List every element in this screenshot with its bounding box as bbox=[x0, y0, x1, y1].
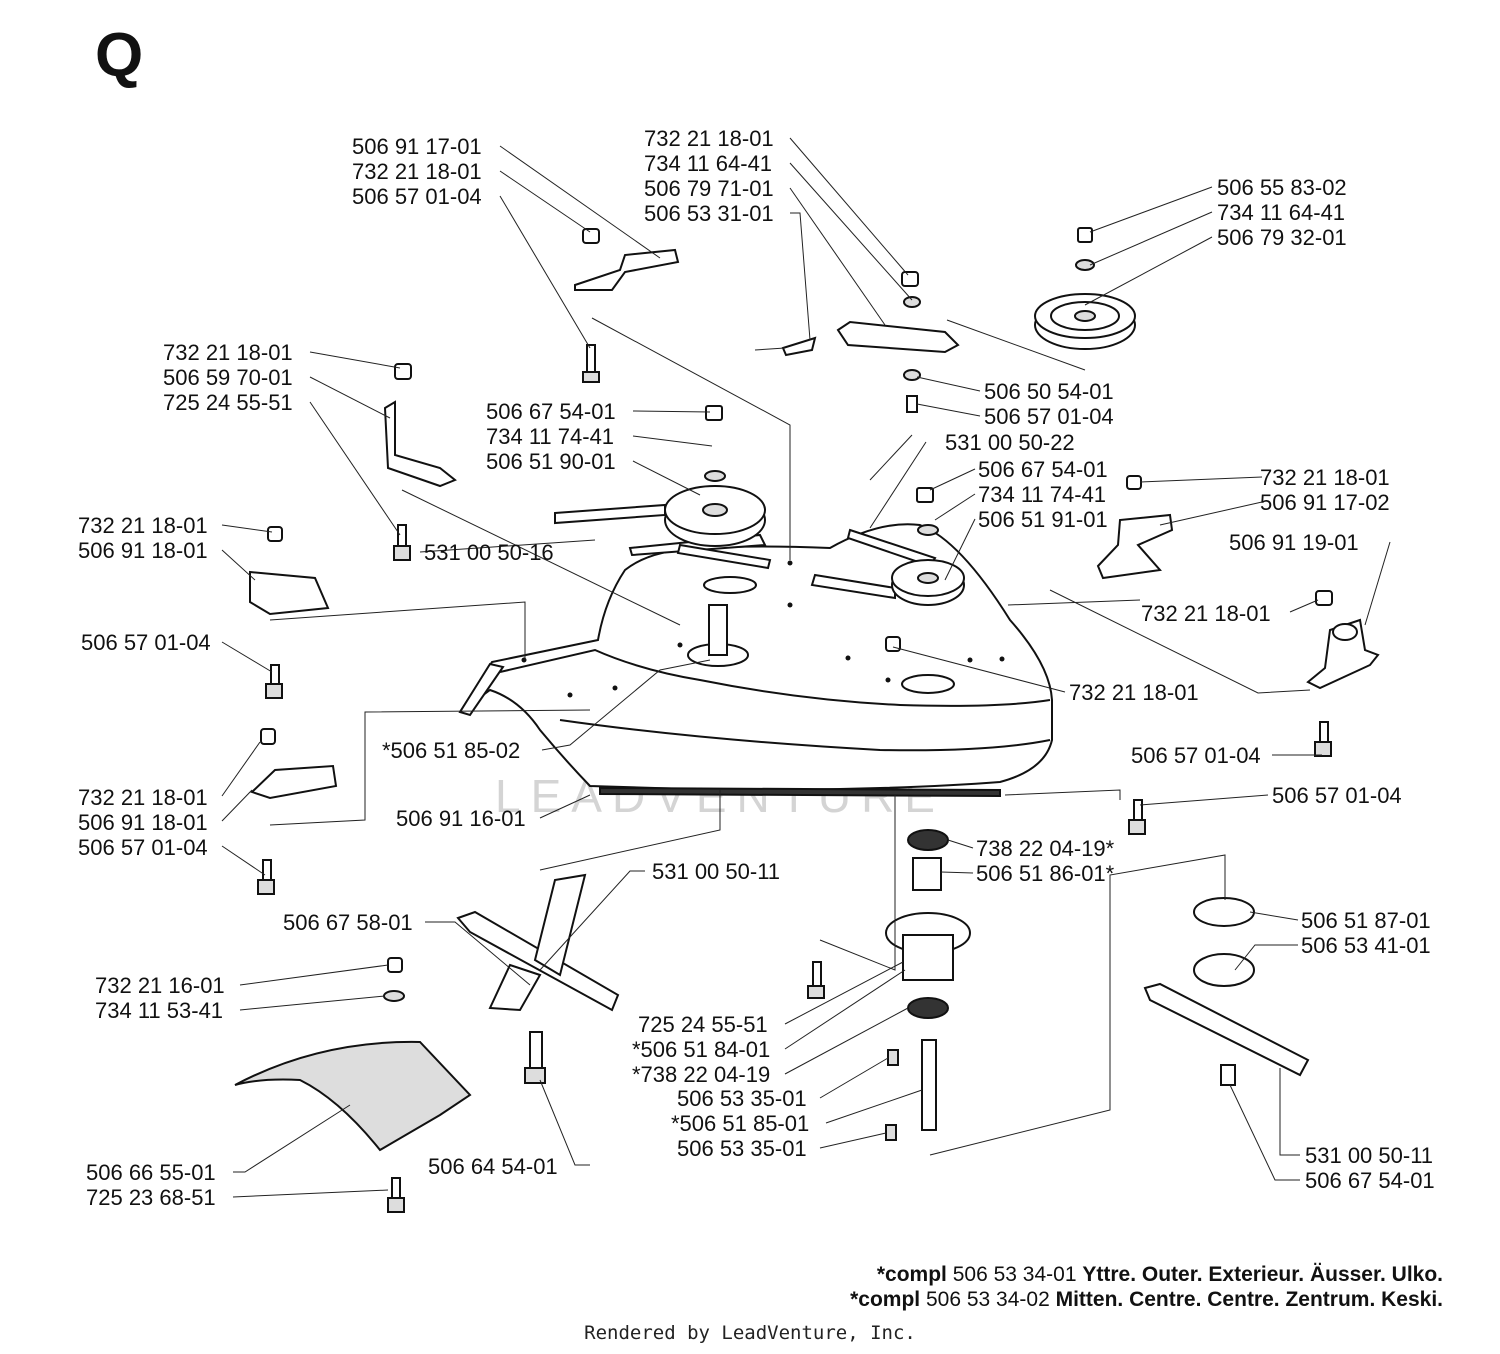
nuts-bolts-washers bbox=[257, 227, 1333, 1213]
footnote-line: *compl 506 53 34-02 Mitten. Centre. Cent… bbox=[850, 1287, 1443, 1312]
section-letter: Q bbox=[95, 21, 144, 90]
spindle-assembly bbox=[885, 829, 1255, 1141]
part-label: 506 67 54-01 bbox=[978, 457, 1108, 482]
part-label: 506 51 87-01 bbox=[1301, 908, 1431, 933]
part-label: 725 24 55-51 bbox=[638, 1012, 768, 1037]
part-label: 506 53 41-01 bbox=[1301, 933, 1431, 958]
part-label: 725 24 55-51 bbox=[163, 390, 293, 415]
part-label: 734 11 64-41 bbox=[1217, 200, 1345, 225]
part-label: 506 67 54-01 bbox=[1305, 1168, 1435, 1193]
part-label: 506 53 31-01 bbox=[644, 201, 774, 226]
part-label: 506 66 55-01 bbox=[86, 1160, 216, 1185]
footnote-description: Mitten. Centre. Centre. Zentrum. Keski. bbox=[1055, 1288, 1443, 1311]
brackets bbox=[249, 248, 1380, 800]
part-label: 506 57 01-04 bbox=[984, 404, 1114, 429]
part-label: 531 00 50-16 bbox=[424, 540, 554, 565]
part-label: 732 21 18-01 bbox=[352, 159, 482, 184]
leader-lines bbox=[221, 137, 1391, 1198]
part-label: 506 57 01-04 bbox=[81, 630, 211, 655]
blades bbox=[456, 873, 1310, 1077]
part-label: 506 57 01-04 bbox=[1272, 783, 1402, 808]
part-label: 506 51 90-01 bbox=[486, 449, 616, 474]
part-label: 506 79 71-01 bbox=[644, 176, 774, 201]
discharge-deflector bbox=[234, 1040, 472, 1152]
footnote-description: Yttre. Outer. Exterieur. Äusser. Ulko. bbox=[1082, 1263, 1443, 1286]
part-label: 506 67 54-01 bbox=[486, 399, 616, 424]
part-label: 506 91 19-01 bbox=[1229, 530, 1359, 555]
part-label: 531 00 50-22 bbox=[945, 430, 1075, 455]
part-label: 732 21 18-01 bbox=[78, 513, 208, 538]
render-credit: Rendered by LeadVenture, Inc. bbox=[584, 1322, 916, 1344]
part-label: 506 51 86-01* bbox=[976, 861, 1115, 886]
part-label: *506 51 85-02 bbox=[382, 738, 520, 763]
part-label: *738 22 04-19 bbox=[632, 1062, 770, 1087]
part-label: 732 21 18-01 bbox=[1141, 601, 1271, 626]
part-label: 506 57 01-04 bbox=[1131, 743, 1261, 768]
part-label: 506 53 35-01 bbox=[677, 1136, 807, 1161]
part-label: 732 21 18-01 bbox=[78, 785, 208, 810]
footnote-prefix: *compl bbox=[850, 1288, 921, 1311]
part-label: 732 21 18-01 bbox=[644, 126, 774, 151]
part-label: 506 91 18-01 bbox=[78, 810, 208, 835]
part-label: 506 59 70-01 bbox=[163, 365, 293, 390]
footnote-code: 506 53 34-01 bbox=[952, 1263, 1077, 1286]
part-label: *506 51 85-01 bbox=[671, 1111, 809, 1136]
part-label: 506 53 35-01 bbox=[677, 1086, 807, 1111]
part-label: 506 91 17-01 bbox=[352, 134, 482, 159]
part-label: 734 11 64-41 bbox=[644, 151, 772, 176]
part-label: 506 51 91-01 bbox=[978, 507, 1108, 532]
part-label: 506 67 58-01 bbox=[283, 910, 413, 935]
footnote-line: *compl 506 53 34-01 Yttre. Outer. Exteri… bbox=[850, 1262, 1443, 1287]
part-label: 734 11 53-41 bbox=[95, 998, 223, 1023]
part-label: 734 11 74-41 bbox=[978, 482, 1106, 507]
part-label: *506 51 84-01 bbox=[632, 1037, 770, 1062]
part-number-labels: 506 91 17-01 732 21 18-01 506 57 01-04 7… bbox=[78, 126, 1435, 1210]
part-label: 506 91 16-01 bbox=[396, 806, 526, 831]
part-label: 506 79 32-01 bbox=[1217, 225, 1347, 250]
part-label: 725 23 68-51 bbox=[86, 1185, 216, 1210]
footnote-code: 506 53 34-02 bbox=[925, 1288, 1050, 1311]
part-label: 506 91 18-01 bbox=[78, 538, 208, 563]
part-label: 732 21 18-01 bbox=[163, 340, 293, 365]
part-label: 531 00 50-11 bbox=[652, 859, 780, 884]
part-label: 506 55 83-02 bbox=[1217, 175, 1347, 200]
part-label: 506 91 17-02 bbox=[1260, 490, 1390, 515]
part-label: 531 00 50-11 bbox=[1305, 1143, 1433, 1168]
part-label: 732 21 16-01 bbox=[95, 973, 225, 998]
part-label: 506 64 54-01 bbox=[428, 1154, 558, 1179]
part-label: 734 11 74-41 bbox=[486, 424, 614, 449]
tension-arm-assembly bbox=[754, 296, 960, 381]
part-label: 738 22 04-19* bbox=[976, 836, 1115, 861]
assembly-footnotes: *compl 506 53 34-01 Yttre. Outer. Exteri… bbox=[850, 1262, 1443, 1312]
part-label: 506 57 01-04 bbox=[78, 835, 208, 860]
footnote-prefix: *compl bbox=[876, 1263, 947, 1286]
part-label: 732 21 18-01 bbox=[1069, 680, 1199, 705]
pulleys bbox=[664, 259, 1136, 606]
part-label: 732 21 18-01 bbox=[1260, 465, 1390, 490]
part-label: 506 57 01-04 bbox=[352, 184, 482, 209]
part-label: 506 50 54-01 bbox=[984, 379, 1114, 404]
